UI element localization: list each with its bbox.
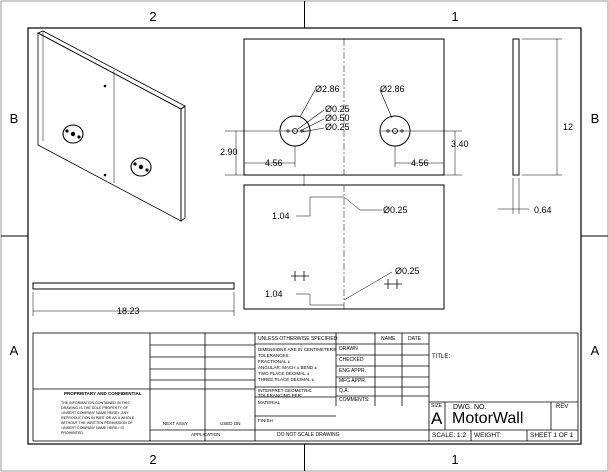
dim-lower-bottom-offset: 1.04 (265, 289, 283, 299)
back-view (243, 184, 445, 310)
proprietary-title: PROPRIETARY AND CONFIDENTIAL (64, 391, 142, 396)
dim-thickness: 0.64 (534, 205, 552, 215)
qa-label: Q.A. (339, 388, 350, 394)
dims-line-5: TWO PLACE DECIMAL ± (258, 371, 310, 376)
checked-label: CHECKED (339, 357, 364, 363)
proprietary-line: PROHIBITED. (61, 431, 84, 435)
used-on-label: USED ON (220, 421, 241, 426)
col-name-header: NAME (381, 336, 396, 342)
dim-hole-dia-large-left: Ø2.86 (315, 84, 340, 94)
dim-right-vertical: 3.40 (451, 139, 469, 149)
tolerancing-per: TOLERANCING PER: (258, 393, 303, 398)
proprietary-line: <INSERT COMPANY NAME HERE>. ANY (61, 411, 129, 415)
unless-specified: UNLESS OTHERWISE SPECIFIED: (258, 336, 339, 342)
dim-right-horizontal: 4.56 (411, 158, 429, 168)
bottom-view (32, 282, 235, 316)
rev-label: REV (556, 404, 569, 410)
zone-label-top-2: 2 (149, 9, 156, 24)
zone-label-right-a: A (591, 343, 600, 358)
dim-height: 12 (563, 122, 573, 132)
material-label: MATERIAL (258, 400, 281, 405)
title-label: TITLE: (432, 354, 451, 360)
col-date-header: DATE (408, 336, 421, 342)
dim-hole-dia-large-right: Ø2.86 (380, 84, 405, 94)
scale-label: SCALE: 1:2 (432, 432, 466, 439)
zone-label-top-1: 1 (451, 9, 458, 24)
eng-appr-label: ENG APPR. (339, 368, 366, 374)
proprietary-line: REPRODUCTION IN PART OR AS A WHOLE (61, 416, 135, 420)
dim-lower-hole-dia-bottom: Ø0.25 (395, 266, 420, 276)
dims-line-3: FRACTIONAL ± (258, 359, 291, 364)
application-label: APPLICATION (191, 432, 221, 437)
dwg-no-value: MotorWall (452, 410, 524, 427)
proprietary-line: DRAWING IS THE SOLE PROPERTY OF (61, 406, 128, 410)
dim-left-vertical: 2.90 (220, 147, 238, 157)
dim-left-horizontal: 4.56 (265, 158, 283, 168)
size-label: SIZE (431, 403, 443, 409)
dim-hole-dia-mid: Ø0.50 (325, 113, 350, 123)
zone-label-right-b: B (591, 111, 600, 126)
next-assy-label: NEXT ASSY (163, 421, 188, 426)
zone-label-bottom-1: 1 (451, 452, 458, 467)
isometric-view (37, 30, 186, 222)
dim-hole-dia-small-2: Ø0.25 (325, 122, 350, 132)
front-view (225, 38, 462, 185)
do-not-scale: DO NOT SCALE DRAWING (277, 432, 340, 438)
weight-label: WEIGHT: (474, 432, 502, 439)
dim-width: 18.23 (117, 306, 140, 316)
dwg-no-label: DWG. NO. (453, 404, 487, 411)
zone-label-bottom-2: 2 (149, 452, 156, 467)
side-view (498, 38, 562, 214)
dim-lower-top-offset: 1.04 (272, 211, 290, 221)
proprietary-line: THE INFORMATION CONTAINED IN THIS (61, 401, 130, 405)
drawn-label: DRAWN (339, 346, 358, 352)
zone-label-left-a: A (10, 343, 19, 358)
dims-line-1: DIMENSIONS ARE IN CENTIMETERS (258, 347, 337, 352)
comments-label: COMMENTS: (339, 397, 370, 403)
zone-label-left-b: B (10, 111, 19, 126)
dim-hole-dia-small-1: Ø0.25 (325, 104, 350, 114)
interpret-geometric: INTERPRET GEOMETRIC (258, 388, 312, 393)
finish-label: FINISH (258, 418, 273, 423)
dims-line-4: ANGULAR: MACH ± BEND ± (258, 365, 317, 370)
title-block-lines (32, 332, 579, 442)
dims-line-2: TOLERANCES: (258, 353, 290, 358)
dims-line-6: THREE PLACE DECIMAL ± (258, 377, 315, 382)
mfg-appr-label: MFG APPR. (339, 378, 367, 384)
proprietary-line: <INSERT COMPANY NAME HERE> IS (61, 426, 124, 430)
proprietary-line: WITHOUT THE WRITTEN PERMISSION OF (61, 421, 133, 425)
sheet-label: SHEET 1 OF 1 (530, 432, 574, 439)
size-value: A (431, 409, 443, 428)
dim-lower-hole-dia-top: Ø0.25 (383, 205, 408, 215)
